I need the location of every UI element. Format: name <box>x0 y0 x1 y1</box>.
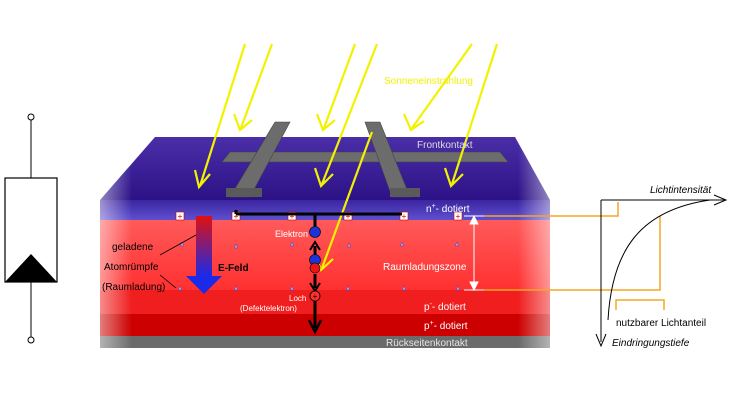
n-doped-layer <box>100 200 550 220</box>
fixed-charges-label-2: Atomrümpfe <box>104 262 159 273</box>
penetration-depth-label: Eindringungstiefe <box>612 338 690 349</box>
pplus-doped-label: p+- dotiert <box>424 320 468 332</box>
negative-ion-icon <box>454 241 460 247</box>
e-field-label: E-Feld <box>218 263 249 274</box>
negative-ion-icon <box>455 285 461 291</box>
negative-ion-icon <box>179 241 185 247</box>
usable-light-label: nutzbarer Lichtanteil <box>616 318 706 329</box>
negative-ion-icon <box>233 243 239 249</box>
negative-ion-icon <box>399 241 405 247</box>
sunlight-rays <box>193 43 499 272</box>
negative-ion-icon <box>177 285 183 291</box>
front-contact-label: Frontkontakt <box>417 140 473 151</box>
back-contact <box>100 336 550 348</box>
p-doped-layer <box>100 290 550 314</box>
negative-ion-icon <box>289 241 295 247</box>
space-charge-dimension <box>464 214 484 292</box>
front-contact-grid <box>221 121 509 198</box>
hole-label-2: (Defektelektron) <box>240 304 297 313</box>
e-field-arrow-icon <box>186 216 222 294</box>
negative-ion-icon <box>401 285 407 291</box>
negative-ion-icon <box>289 285 295 291</box>
positive-ion-icon: + <box>287 211 297 221</box>
fixed-charges-label-1: geladene <box>112 242 154 253</box>
cell-block <box>96 135 554 350</box>
svg-text:+: + <box>313 292 318 301</box>
svg-text:+: + <box>290 212 295 221</box>
svg-text:+: + <box>456 212 461 221</box>
electron-label: Elektron <box>275 229 308 239</box>
n-layer-top-face <box>100 137 550 200</box>
intensity-curve <box>607 199 711 321</box>
diode-symbol-icon <box>4 113 58 344</box>
space-charge-zone <box>100 220 550 290</box>
hole-label-1: Loch <box>289 294 306 303</box>
negative-ion-icon <box>233 285 239 291</box>
positive-ion-icon: + <box>343 211 353 221</box>
sunlight-label: Sonneneinstrahlung <box>384 76 473 87</box>
negative-ion-icon <box>345 285 351 291</box>
svg-text:+: + <box>234 212 239 221</box>
space-charge-label: Raumladungszone <box>383 262 467 273</box>
n-doped-label: n+- dotiert <box>426 203 470 215</box>
svg-text:+: + <box>346 212 351 221</box>
positive-ion-icon: + <box>175 211 185 221</box>
svg-text:+: + <box>402 212 407 221</box>
positive-ion-icon: + <box>399 211 409 221</box>
carriers: + <box>309 226 321 302</box>
positive-ion-icon: + <box>453 211 463 221</box>
hole-icon: + <box>309 290 321 302</box>
negative-ion-icon <box>346 242 352 248</box>
positive-ion-row: + + + + + + <box>175 211 463 221</box>
hole-icon <box>309 262 321 274</box>
pplus-doped-layer <box>100 314 550 336</box>
orange-guides <box>484 202 665 310</box>
light-intensity-label: Lichtintensität <box>650 185 712 196</box>
intensity-graph <box>595 194 728 348</box>
negative-ion-markers <box>177 241 461 291</box>
fixed-charges-label-3: (Raumladung) <box>102 282 165 293</box>
p-doped-label: p-- dotiert <box>424 301 466 313</box>
back-contact-label: Rückseitenkontakt <box>386 338 468 349</box>
svg-text:+: + <box>178 212 183 221</box>
electron-icon <box>309 226 321 238</box>
